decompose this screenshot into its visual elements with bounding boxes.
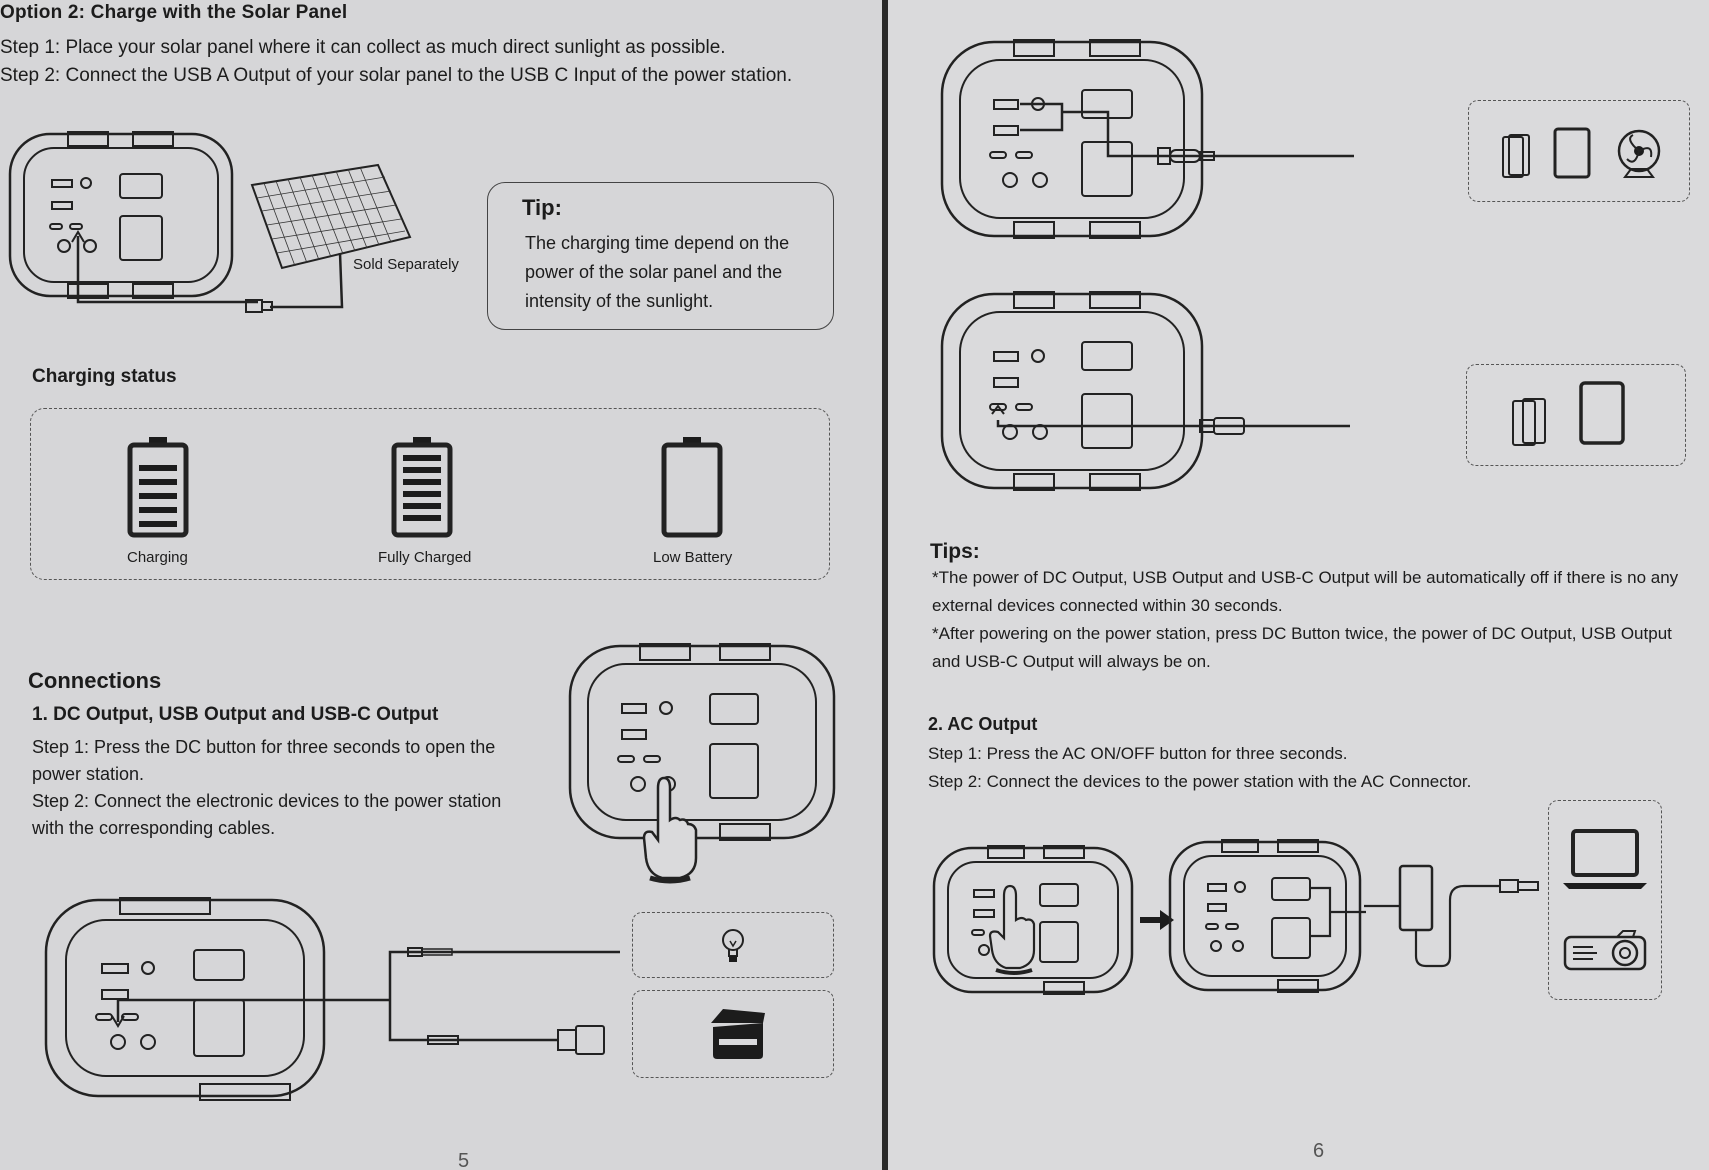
- power-station-icon: [44, 897, 390, 1101]
- laptop-icon: [1563, 829, 1647, 889]
- page-6: Tips: *The power of DC Output, USB Outpu…: [888, 0, 1709, 1170]
- battery-icon: [391, 437, 453, 538]
- usb-cable: [1148, 147, 1354, 165]
- power-station-icon: [568, 643, 836, 841]
- tip-title: Tip:: [522, 195, 562, 220]
- page-5: Option 2: Charge with the Solar Panel St…: [0, 0, 882, 1170]
- cable-connector: [245, 299, 273, 313]
- phone-icon: [1512, 398, 1546, 446]
- arrow-right-icon: [1140, 910, 1174, 930]
- connections-title: Connections: [28, 668, 162, 693]
- connections-step-2: Step 2: Connect the electronic devices t…: [32, 791, 502, 838]
- usb-devices-box: [1468, 100, 1690, 202]
- power-station-icon: [940, 291, 1210, 491]
- tips-heading: Tips:: [930, 540, 980, 563]
- ac-step-2: Step 2: Connect the devices to the power…: [928, 772, 1472, 791]
- fan-icon: [1617, 129, 1661, 178]
- tip-box: Tip: The charging time depend on the pow…: [487, 182, 834, 330]
- solar-sold-separately-label: Sold Separately: [353, 256, 459, 273]
- cooler-box: [632, 990, 834, 1078]
- phone-icon: [1502, 134, 1530, 178]
- power-station-icon: [1168, 839, 1366, 993]
- charging-label: Charging: [127, 549, 188, 566]
- power-station-icon: [932, 845, 1134, 995]
- usb-cable: [1199, 417, 1350, 435]
- dc-cable-lines: [388, 947, 620, 1055]
- connections-subtitle: 1. DC Output, USB Output and USB-C Outpu…: [32, 704, 439, 725]
- tip-text: The charging time depend on the power of…: [525, 233, 790, 311]
- usb-devices-box-2: [1466, 364, 1686, 466]
- page-number-5: 5: [458, 1150, 470, 1170]
- ac-output-heading: 2. AC Output: [928, 714, 1038, 734]
- connections-step-1: Step 1: Press the DC button for three se…: [32, 737, 496, 784]
- projector-icon: [1563, 930, 1647, 971]
- adapter-icon: [1364, 864, 1539, 968]
- fully-charged-label: Fully Charged: [378, 549, 472, 566]
- power-station-icon: [940, 39, 1204, 239]
- charging-status-box: Charging Fully Charged Low Battery: [30, 408, 830, 580]
- power-station-icon: [8, 131, 258, 304]
- ac-step-1: Step 1: Press the AC ON/OFF button for t…: [928, 744, 1348, 763]
- page-number-6: 6: [1313, 1140, 1325, 1162]
- light-bulb-box: [632, 912, 834, 978]
- ac-devices-box: [1548, 800, 1662, 1000]
- tablet-icon: [1553, 127, 1591, 179]
- finger-press-icon: [642, 776, 698, 884]
- cooler-icon: [711, 1009, 765, 1059]
- solar-step-2: Step 2: Connect the USB A Output of your…: [0, 65, 793, 86]
- light-bulb-icon: [722, 929, 744, 962]
- low-battery-label: Low Battery: [653, 549, 733, 566]
- option-title: Option 2: Charge with the Solar Panel: [0, 2, 348, 23]
- solar-panel-icon: [250, 163, 412, 309]
- tablet-icon: [1579, 381, 1625, 445]
- solar-step-1: Step 1: Place your solar panel where it …: [0, 37, 726, 58]
- charging-status-heading: Charging status: [32, 366, 177, 387]
- tips-item-1: *The power of DC Output, USB Output and …: [932, 568, 1679, 615]
- battery-icon: [127, 437, 189, 538]
- tips-item-2: *After powering on the power station, pr…: [932, 624, 1672, 671]
- battery-icon: [661, 437, 723, 538]
